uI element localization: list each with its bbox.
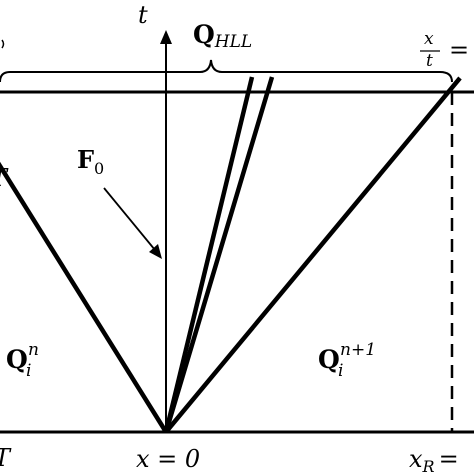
q-hll-subscript: HLL <box>214 32 252 52</box>
q-i-np1-label: Q <box>318 345 340 374</box>
f0-main: F <box>77 145 94 174</box>
left-edge-label: T <box>0 164 9 192</box>
speed-fraction-numerator: x <box>424 29 434 49</box>
hll-curly-brace <box>0 59 453 83</box>
hll-curly-brace-left-hook <box>1 39 5 49</box>
x-zero-label: x = 0 <box>136 445 200 473</box>
q-hll-main: Q <box>193 20 215 49</box>
left-wave-line <box>0 161 168 434</box>
x-right-subscript: R <box>422 457 435 474</box>
x-right-label: xR= <box>409 445 459 474</box>
q-i-np1-main: Q <box>318 345 340 374</box>
speed-equals: = <box>449 36 469 64</box>
q-i-n-main: Q <box>6 345 28 374</box>
q-i-n-label: Q <box>6 345 28 374</box>
q-i-n-subscript: i <box>26 361 31 381</box>
q-i-np1-subscript: i <box>338 361 343 381</box>
t-axis-arrowhead <box>160 30 172 44</box>
q-hll-label: QHLL <box>193 20 252 52</box>
speed-fraction-denominator: t <box>426 51 433 71</box>
right-wave-line <box>164 76 462 434</box>
t-axis-label: t <box>138 1 148 29</box>
f0-pointer-arrow <box>103 187 156 251</box>
middle-wave-line-1 <box>163 76 255 433</box>
q-i-n-superscript: n <box>28 340 39 360</box>
f0-label: F0 <box>77 145 104 178</box>
f0-subscript: 0 <box>94 159 104 178</box>
q-i-np1-superscript: n+1 <box>340 340 376 360</box>
f0-pointer-arrowhead <box>149 244 162 259</box>
x-right-main: x <box>409 445 423 473</box>
middle-wave-line-2 <box>163 76 275 433</box>
x-right-equals: = <box>439 445 459 473</box>
bottom-left-edge-label: T <box>0 444 12 472</box>
